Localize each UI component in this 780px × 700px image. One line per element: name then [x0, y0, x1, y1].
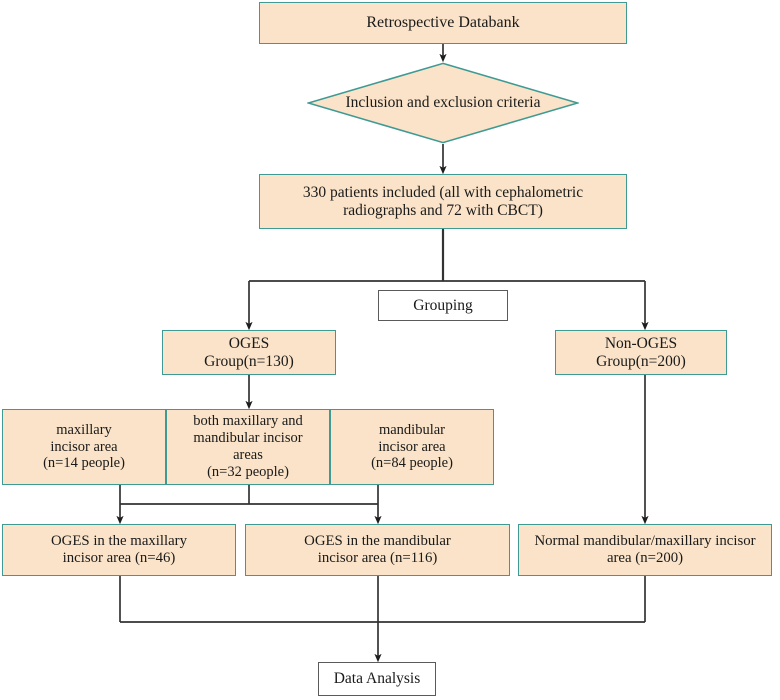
- node-result-oges-maxillary: OGES in the maxillary incisor area (n=46…: [2, 524, 236, 576]
- node-non-oges-group: Non-OGES Group(n=200): [555, 330, 727, 375]
- node-label: Data Analysis: [333, 670, 421, 688]
- node-inclusion-exclusion-criteria: Inclusion and exclusion criteria: [305, 62, 581, 144]
- node-label: Non-OGES Group(n=200): [596, 334, 686, 370]
- node-label: mandibular incisor area (n=84 people): [371, 421, 453, 472]
- node-retrospective-databank: Retrospective Databank: [259, 2, 627, 44]
- node-both-incisor-areas: both maxillary and mandibular incisor ar…: [166, 409, 330, 485]
- diamond-shape: [305, 62, 581, 144]
- node-label: Normal mandibular/maxillary incisor area…: [534, 532, 756, 566]
- node-label: OGES in the mandibular incisor area (n=1…: [304, 532, 451, 566]
- node-label: Retrospective Databank: [366, 13, 520, 31]
- node-data-analysis: Data Analysis: [318, 662, 436, 696]
- node-label: OGES Group(n=130): [204, 334, 294, 370]
- node-result-oges-mandibular: OGES in the mandibular incisor area (n=1…: [245, 524, 510, 576]
- node-maxillary-incisor-area: maxillary incisor area (n=14 people): [2, 409, 166, 485]
- node-label: maxillary incisor area (n=14 people): [43, 421, 125, 472]
- node-patients-included: 330 patients included (all with cephalom…: [259, 174, 627, 229]
- node-label: Grouping: [413, 296, 473, 314]
- node-label: OGES in the maxillary incisor area (n=46…: [50, 532, 188, 566]
- node-oges-group: OGES Group(n=130): [162, 330, 336, 375]
- node-mandibular-incisor-area: mandibular incisor area (n=84 people): [330, 409, 494, 485]
- node-label: both maxillary and mandibular incisor ar…: [193, 413, 303, 480]
- node-label: Inclusion and exclusion criteria: [345, 94, 541, 111]
- node-result-normal-incisor: Normal mandibular/maxillary incisor area…: [518, 524, 772, 576]
- node-label: 330 patients included (all with cephalom…: [302, 183, 584, 219]
- node-grouping: Grouping: [378, 290, 508, 321]
